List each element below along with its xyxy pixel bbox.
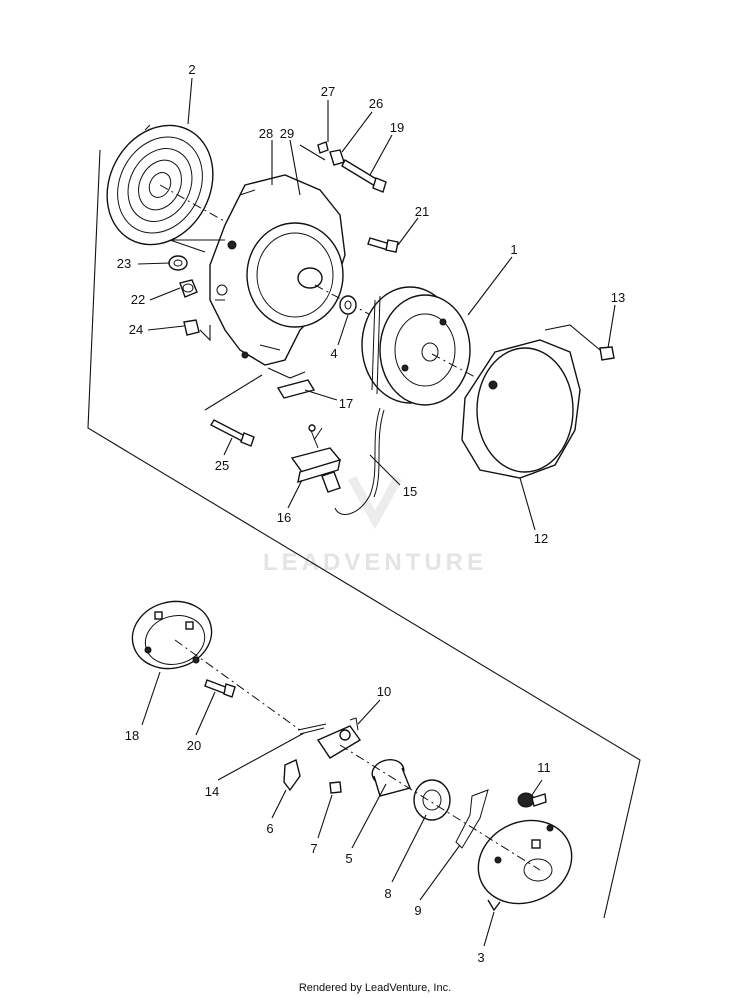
- handle-connector: [290, 424, 342, 493]
- callout-labels: 2 27 26 19 28 29 21 23 22 24 4 1 13 17 2…: [117, 62, 625, 965]
- pawl: [283, 759, 301, 792]
- callout-27: 27: [321, 84, 335, 99]
- callout-5: 5: [345, 851, 352, 866]
- callout-12: 12: [534, 531, 548, 546]
- plate-bolt: [204, 679, 236, 698]
- callout-29: 29: [280, 126, 294, 141]
- flange-nut: [329, 149, 345, 166]
- callout-26: 26: [369, 96, 383, 111]
- callout-18: 18: [125, 728, 139, 743]
- mount-bolt: [210, 419, 255, 447]
- ratchet-bolt: [517, 792, 547, 808]
- pawl-pin: [329, 781, 342, 794]
- callout-7: 7: [310, 841, 317, 856]
- pawl-spring: [297, 723, 327, 735]
- callout-1: 1: [510, 242, 517, 257]
- ratchet: [316, 717, 362, 759]
- callout-14: 14: [205, 784, 219, 799]
- callout-25: 25: [215, 458, 229, 473]
- callout-9: 9: [414, 903, 421, 918]
- callout-11: 11: [537, 760, 551, 775]
- rubber-pad: [276, 379, 316, 399]
- callout-16: 16: [277, 510, 291, 525]
- starter-housing: [209, 174, 346, 366]
- starter-pulley: [361, 286, 471, 406]
- callout-4: 4: [330, 346, 337, 361]
- cover-bolt: [599, 346, 615, 361]
- friction-plate: [413, 779, 451, 821]
- callout-6: 6: [266, 821, 273, 836]
- bolt: [341, 159, 387, 193]
- footer-credit: Rendered by LeadVenture, Inc.: [298, 982, 452, 994]
- callout-17: 17: [339, 396, 353, 411]
- friction-spring: [455, 789, 489, 849]
- starter-rope: [334, 407, 381, 515]
- callout-15: 15: [403, 484, 417, 499]
- callout-23: 23: [117, 256, 131, 271]
- pulley-washer: [339, 295, 357, 315]
- callout-28: 28: [259, 126, 273, 141]
- pin: [317, 141, 329, 154]
- watermark: LEADVENTURE: [263, 475, 487, 576]
- housing-bolt: [367, 237, 399, 253]
- washer: [168, 255, 188, 271]
- callout-10: 10: [377, 684, 391, 699]
- drive-plate: [131, 600, 213, 670]
- callout-24: 24: [129, 322, 143, 337]
- watermark-text: LEADVENTURE: [263, 549, 487, 576]
- lock-nut: [183, 319, 200, 336]
- callout-8: 8: [384, 886, 391, 901]
- callout-19: 19: [390, 120, 404, 135]
- callout-2: 2: [188, 62, 195, 77]
- ratchet-cover: [477, 819, 573, 912]
- nut: [179, 279, 198, 298]
- callout-21: 21: [415, 204, 429, 219]
- callout-22: 22: [131, 292, 145, 307]
- starter-cover: [461, 339, 581, 479]
- leader-lines: [137, 77, 616, 947]
- callout-3: 3: [477, 950, 484, 965]
- assembly-boundary-line: [87, 149, 641, 919]
- callout-20: 20: [187, 738, 201, 753]
- callout-13: 13: [611, 290, 625, 305]
